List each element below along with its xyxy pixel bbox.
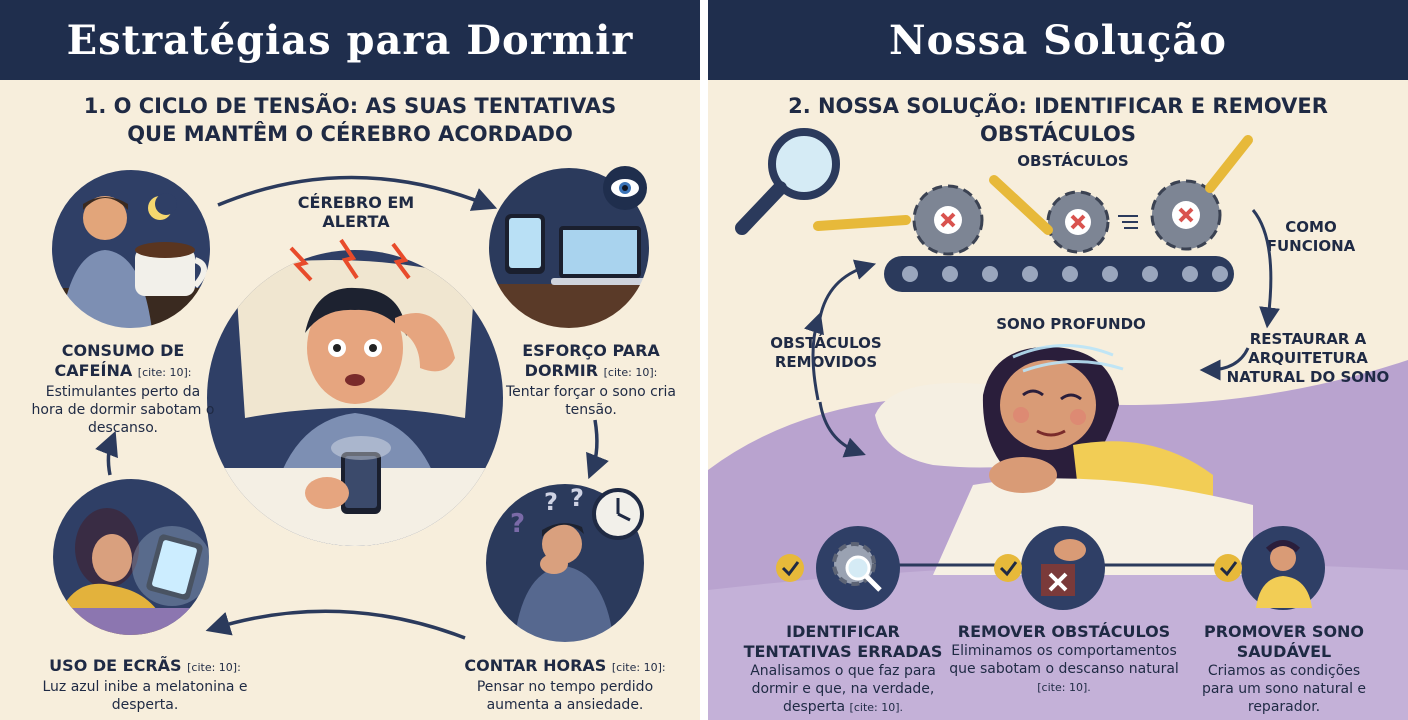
cycle-arrows bbox=[95, 175, 609, 640]
deep-sleep-label: Sono profundo bbox=[996, 315, 1146, 333]
screen-use-illustration bbox=[53, 479, 209, 635]
right-title: Nossa Solução bbox=[708, 0, 1408, 80]
sleeping-woman-illustration bbox=[875, 343, 1253, 575]
panel-divider bbox=[700, 0, 708, 720]
step-1-icon bbox=[816, 526, 900, 610]
obstacles-label: Obstáculos bbox=[1017, 152, 1129, 170]
step-remove-cite: [cite: 10]. bbox=[1037, 681, 1091, 694]
question-mark-icon: ? bbox=[510, 509, 525, 539]
left-subtitle: 1. O Ciclo de Tensão: as suas tentativas… bbox=[83, 94, 617, 146]
card-effort-cite: [cite: 10]: bbox=[603, 366, 658, 379]
gear-icon bbox=[912, 184, 984, 256]
obstacles-removed-label: Obstáculos removidos bbox=[770, 334, 882, 371]
card-counting-cite: [cite: 10]: bbox=[611, 661, 666, 674]
card-caffeine: Consumo de Cafeína [cite: 10]: Estimulan… bbox=[28, 341, 218, 437]
card-counting-title: Contar horas bbox=[464, 656, 607, 675]
svg-text:?: ? bbox=[570, 484, 584, 512]
card-counting-body: Pensar no tempo perdido aumenta a ansied… bbox=[476, 679, 654, 713]
right-subtitle: 2. Nossa Solução: Identificar e Remover … bbox=[788, 94, 1328, 146]
card-caffeine-cite: [cite: 10]: bbox=[137, 366, 192, 379]
card-effort-body: Tentar forçar o sono cria tensão. bbox=[505, 384, 677, 418]
tablet-icon bbox=[152, 540, 197, 595]
card-counting: Contar horas [cite: 10]: Pensar no tempo… bbox=[452, 656, 678, 714]
left-title: Estratégias para Dormir bbox=[0, 0, 700, 80]
obstacles-machine bbox=[813, 135, 1253, 292]
right-panel: Nossa Solução 2. Nossa Solução: Identifi… bbox=[708, 0, 1408, 720]
left-panel: Estratégias para Dormir 1. O Ciclo de Te… bbox=[0, 0, 700, 720]
card-caffeine-body: Estimulantes perto da hora de dormir sab… bbox=[31, 384, 215, 436]
card-screens-cite: [cite: 10]: bbox=[187, 661, 241, 674]
step-identify: Identificar tentativas erradas Analisamo… bbox=[738, 622, 948, 717]
phone-icon bbox=[509, 218, 541, 268]
coffee-cup-icon bbox=[135, 248, 195, 296]
flow-arrows bbox=[804, 209, 1280, 458]
devices-illustration bbox=[487, 166, 651, 330]
counting-hours-illustration: ? ? ? bbox=[484, 482, 646, 644]
checkmark-icon bbox=[776, 554, 1242, 582]
step-3-icon bbox=[1241, 526, 1325, 610]
brain-alert-label: Cérebro em alerta bbox=[297, 193, 415, 231]
step-remove-title: Remover obstáculos bbox=[957, 622, 1171, 641]
caffeine-illustration bbox=[50, 168, 212, 330]
magnifier-icon bbox=[735, 128, 840, 235]
card-screens-title: Uso de ecrãs bbox=[49, 656, 182, 675]
step-2-icon bbox=[1021, 526, 1105, 610]
card-effort: Esforço para Dormir [cite: 10]: Tentar f… bbox=[496, 341, 686, 419]
conveyor-belt bbox=[884, 256, 1234, 292]
step-remove: Remover obstáculos Eliminamos os comport… bbox=[946, 622, 1182, 697]
gear-icon bbox=[1150, 179, 1222, 251]
lightning-icon bbox=[289, 238, 411, 282]
gear-icon bbox=[1046, 190, 1110, 254]
alert-brain-illustration bbox=[207, 250, 503, 546]
laptop-icon bbox=[563, 230, 637, 274]
card-screens-body: Luz azul inibe a melatonina e desperta. bbox=[42, 679, 248, 713]
robot-arm-icon bbox=[813, 135, 1253, 235]
step-remove-body: Eliminamos os comportamentos que sabotam… bbox=[949, 643, 1179, 677]
restore-label: Restaurar a arquitetura natural do sono bbox=[1226, 330, 1390, 386]
step-identify-body: Analisamos o que faz para dormir e que, … bbox=[750, 663, 936, 715]
card-screens: Uso de ecrãs [cite: 10]: Luz azul inibe … bbox=[30, 656, 260, 714]
step-identify-cite: [cite: 10]. bbox=[849, 701, 904, 714]
step-promote-body: Criamos as condições para um sono natura… bbox=[1201, 663, 1367, 715]
step-promote: Promover sono saudável Criamos as condiç… bbox=[1194, 622, 1374, 716]
step-promote-title: Promover sono saudável bbox=[1203, 622, 1365, 661]
step-identify-title: Identificar tentativas erradas bbox=[743, 622, 943, 661]
steps-timeline bbox=[776, 526, 1325, 610]
how-it-works-label: Como funciona bbox=[1266, 218, 1356, 255]
svg-text:?: ? bbox=[544, 488, 558, 516]
card-effort-title: Esforço para Dormir bbox=[522, 341, 660, 380]
card-caffeine-title: Consumo de Cafeína bbox=[54, 341, 185, 380]
